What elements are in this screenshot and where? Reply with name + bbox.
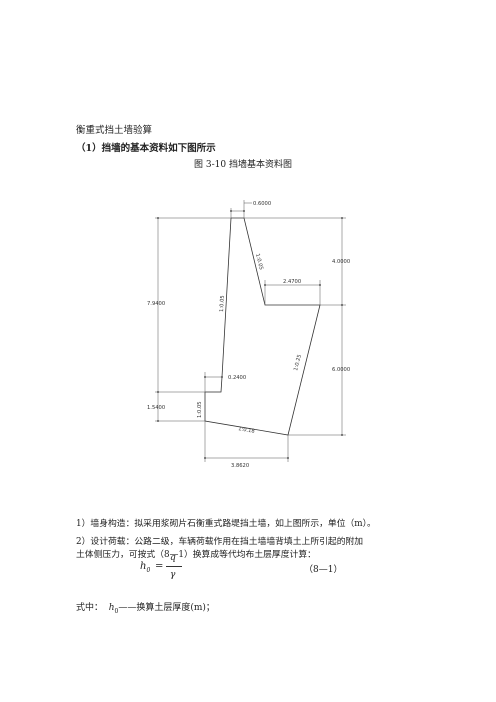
paragraph-load-line2: 土体侧压力，可按式（8—1）换算成等代均布土层厚度计算： xyxy=(76,550,316,560)
paragraph-load-line1: 2）设计荷载：公路二级，车辆荷载作用在挡土墙墙背填土上所引起的附加 xyxy=(76,537,364,547)
section-heading: （1）挡墙的基本资料如下图所示 xyxy=(76,143,216,154)
dim-top-width: 0.6000 xyxy=(253,201,271,207)
dim-shelf-width: 2.4700 xyxy=(283,279,301,285)
wall-outline xyxy=(204,217,321,436)
dim-base-width: 3.8620 xyxy=(231,463,249,469)
dim-step: 0.2400 xyxy=(228,375,246,381)
document-title: 衡重式挡土墙验算 xyxy=(76,125,153,136)
slope-upper-back: 1:0.05 xyxy=(254,253,264,271)
dim-top-height: 4.0000 xyxy=(332,259,350,265)
formula-equals: = xyxy=(155,561,164,572)
formula-numerator: q xyxy=(170,553,176,563)
formula-number: （8—1） xyxy=(304,565,343,575)
paragraph-structure: 1）墙身构造：拟采用浆砌片石衡重式路堤挡土墙，如上图所示，单位（m）。 xyxy=(76,519,376,529)
formula-fraction-bar xyxy=(166,566,182,567)
where-definition: 式中： h0——换算土层厚度(m)； xyxy=(76,603,215,615)
dim-total-height: 7.9400 xyxy=(147,301,165,307)
slope-front: 1:0.05 xyxy=(219,295,226,312)
dim-bottom-right-height: 6.0000 xyxy=(332,367,350,373)
dim-bottom-left-height: 1.5400 xyxy=(147,405,165,411)
slope-base: 1:0.18 xyxy=(238,426,255,435)
slope-toe: 1:0.05 xyxy=(197,401,203,418)
formula-denominator: γ xyxy=(170,570,176,580)
figure-caption: 图 3-10 挡墙基本资料图 xyxy=(194,160,292,170)
slope-lower-back: 1:0.25 xyxy=(293,354,303,372)
formula-h0: h0 xyxy=(140,561,151,574)
